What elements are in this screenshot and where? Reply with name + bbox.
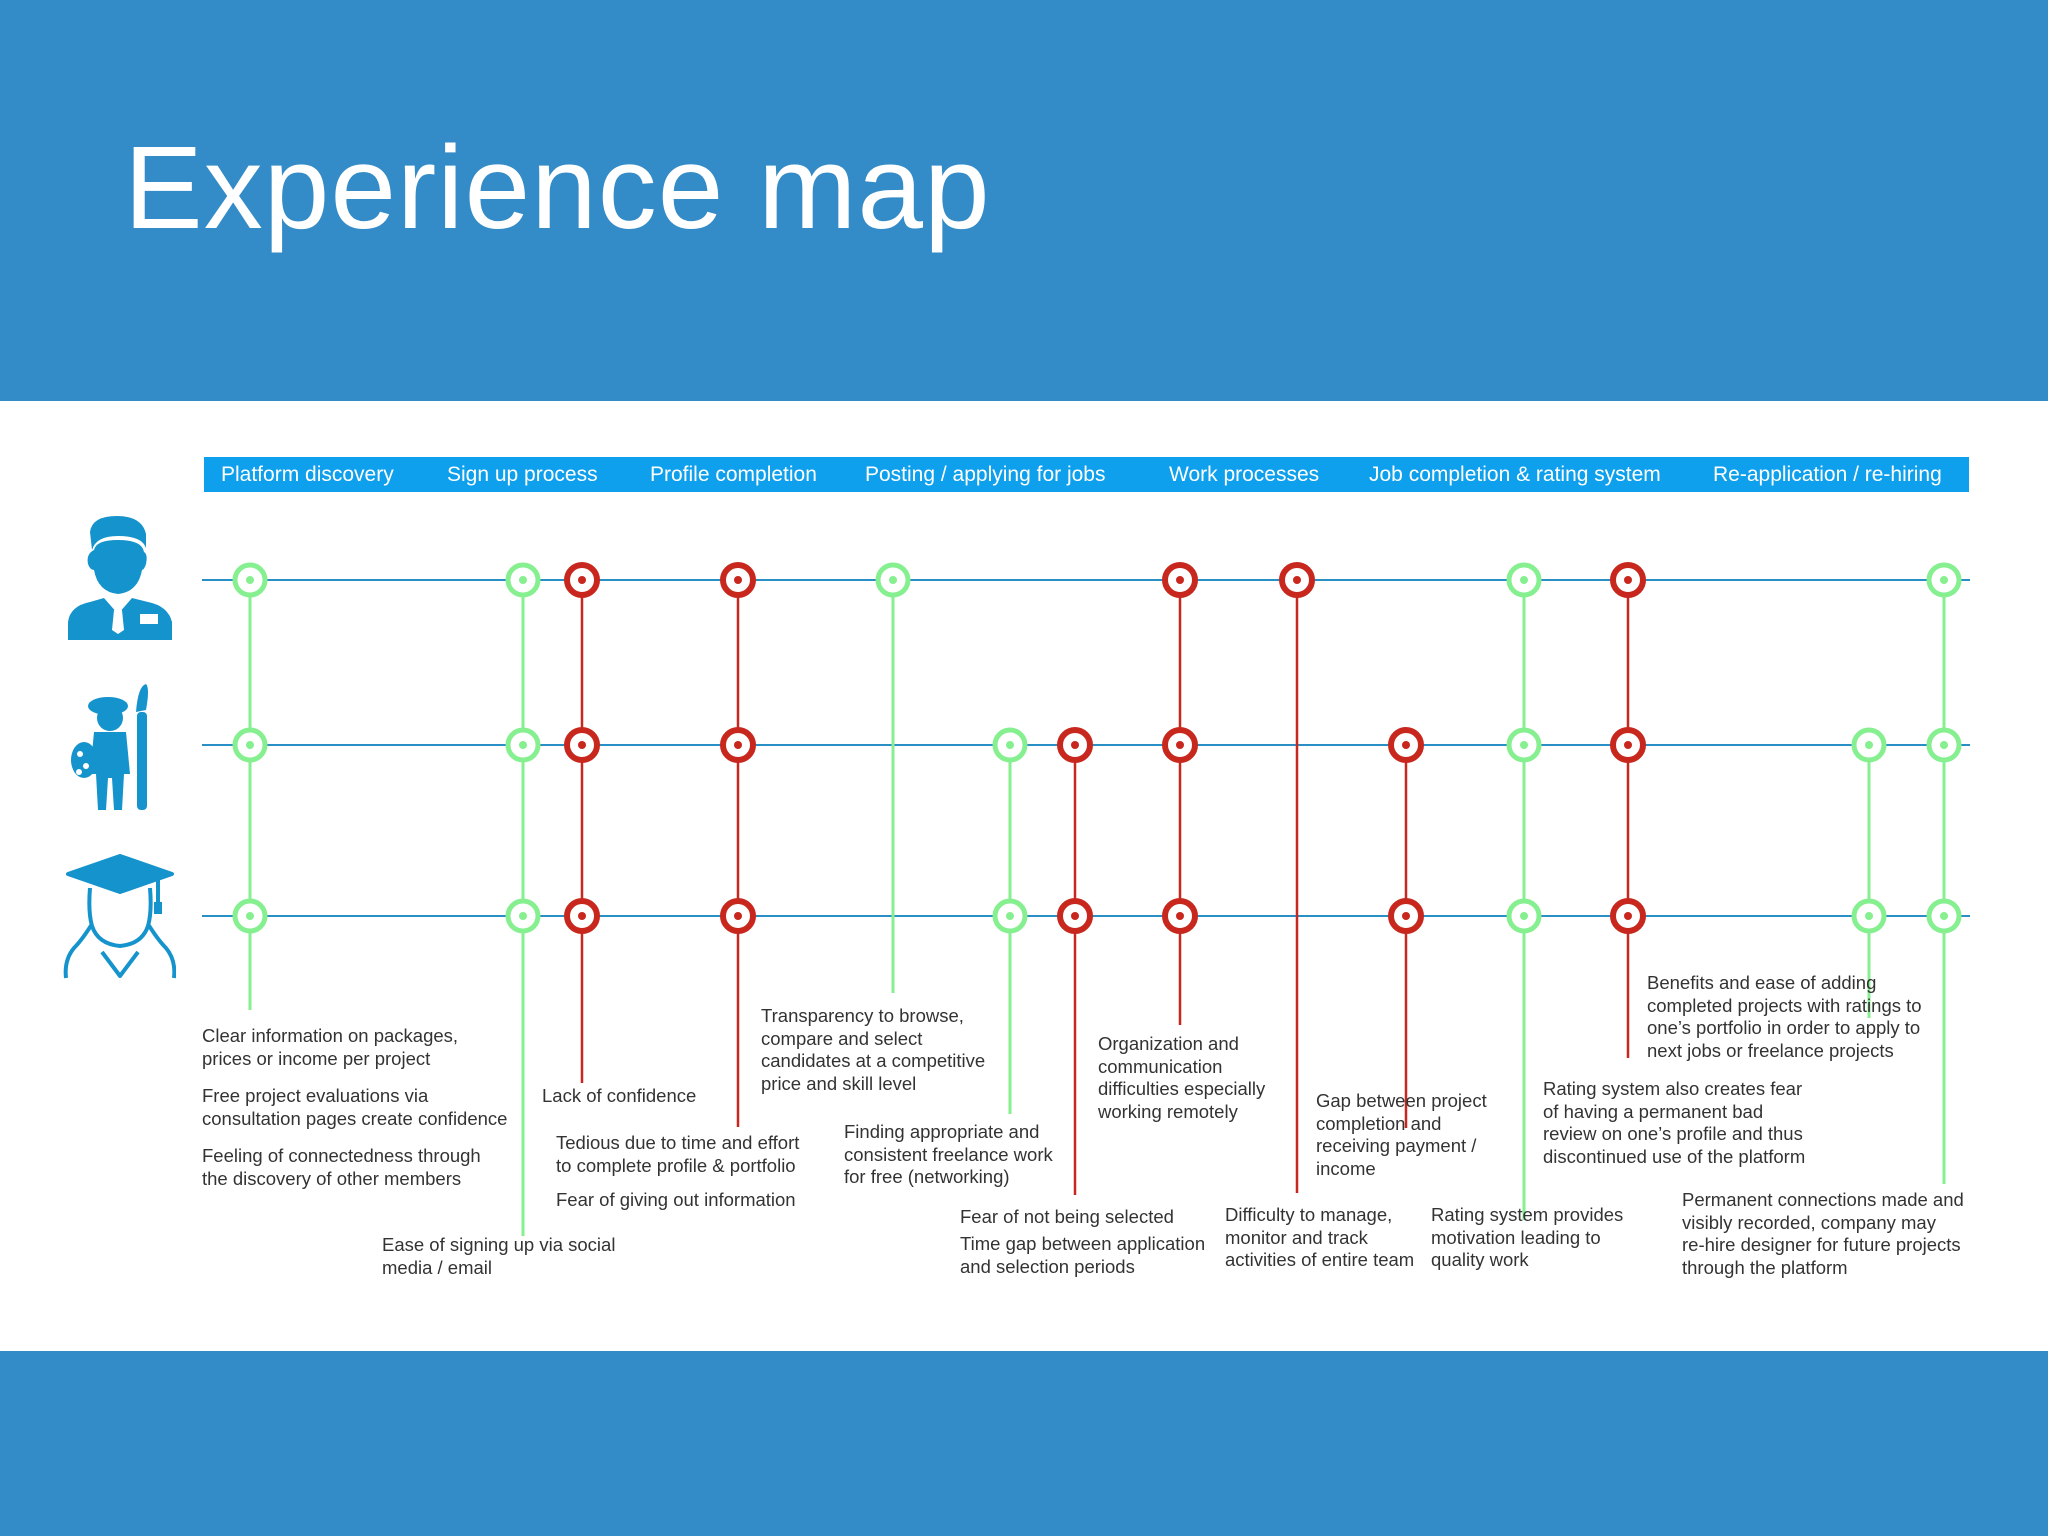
- note-connectedness: Feeling of connectedness through the dis…: [202, 1145, 481, 1189]
- negative-touchpoint: [1279, 562, 1315, 598]
- positive-touchpoint: [992, 727, 1028, 763]
- note-ease-sign-up: Ease of signing up via social media / em…: [382, 1234, 616, 1278]
- graduate-icon: [63, 854, 176, 979]
- note-portfolio-benefits: Benefits and ease of adding completed pr…: [1647, 972, 1922, 1061]
- note-permanent-connections: Permanent connections made and visibly r…: [1682, 1189, 1964, 1278]
- note-lack-of-confidence: Lack of confidence: [542, 1085, 697, 1106]
- negative-touchpoint: [564, 727, 600, 763]
- phase-platform-discovery: Platform discovery: [221, 463, 394, 486]
- negative-touchpoint: [1388, 727, 1424, 763]
- positive-touchpoint: [232, 898, 268, 934]
- positive-touchpoint: [1851, 898, 1887, 934]
- positive-touchpoint: [992, 898, 1028, 934]
- note-rating-motivation: Rating system provides motivation leadin…: [1431, 1204, 1624, 1270]
- positive-touchpoint: [505, 898, 541, 934]
- note-free-evaluations: Free project evaluations via consultatio…: [202, 1085, 508, 1129]
- phase-sign-up: Sign up process: [447, 463, 598, 486]
- phase-job-completion: Job completion & rating system: [1369, 463, 1661, 486]
- note-rating-fear: Rating system also creates fear of havin…: [1543, 1078, 1806, 1167]
- note-difficulty-manage: Difficulty to manage, monitor and track …: [1225, 1204, 1415, 1270]
- positive-touchpoint: [1506, 727, 1542, 763]
- negative-touchpoint: [1057, 898, 1093, 934]
- note-fear-information: Fear of giving out information: [556, 1189, 796, 1210]
- negative-touchpoint: [720, 727, 756, 763]
- positive-touchpoint: [232, 727, 268, 763]
- positive-touchpoint: [505, 727, 541, 763]
- business-person-icon: [68, 516, 172, 640]
- positive-touchpoint: [1926, 562, 1962, 598]
- negative-touchpoint: [564, 898, 600, 934]
- positive-touchpoint: [875, 562, 911, 598]
- negative-touchpoint: [1162, 727, 1198, 763]
- note-fear-not-selected: Fear of not being selected: [960, 1206, 1174, 1227]
- note-payment-gap: Gap between project completion and recei…: [1316, 1090, 1487, 1179]
- negative-touchpoint: [1610, 562, 1646, 598]
- note-tedious-profile: Tedious due to time and effort to comple…: [556, 1132, 800, 1176]
- phase-work-processes: Work processes: [1169, 463, 1320, 486]
- note-finding-work: Finding appropriate and consistent freel…: [844, 1121, 1053, 1187]
- header-band: [0, 0, 2048, 401]
- phase-re-application: Re-application / re-hiring: [1713, 463, 1942, 486]
- phase-bar: Platform discovery Sign up process Profi…: [204, 457, 1969, 492]
- negative-touchpoint: [1162, 562, 1198, 598]
- negative-touchpoint: [564, 562, 600, 598]
- negative-touchpoint: [1162, 898, 1198, 934]
- footer-band: [0, 1351, 2048, 1536]
- artist-icon: [71, 684, 148, 810]
- page-title: Experience map: [124, 122, 991, 254]
- positive-touchpoint: [1926, 898, 1962, 934]
- negative-touchpoint: [720, 562, 756, 598]
- positive-touchpoint: [1926, 727, 1962, 763]
- note-time-gap: Time gap between application and selecti…: [960, 1233, 1206, 1277]
- note-clear-information: Clear information on packages, prices or…: [202, 1025, 459, 1069]
- negative-touchpoint: [1057, 727, 1093, 763]
- negative-touchpoint: [1388, 898, 1424, 934]
- negative-touchpoint: [1610, 727, 1646, 763]
- positive-touchpoint: [505, 562, 541, 598]
- note-transparency: Transparency to browse, compare and sele…: [761, 1005, 986, 1094]
- positive-touchpoint: [1851, 727, 1887, 763]
- note-organization: Organization and communication difficult…: [1098, 1033, 1266, 1122]
- positive-touchpoint: [1506, 898, 1542, 934]
- negative-touchpoint: [1610, 898, 1646, 934]
- negative-touchpoint: [720, 898, 756, 934]
- positive-touchpoint: [1506, 562, 1542, 598]
- phase-profile-completion: Profile completion: [650, 463, 817, 486]
- positive-touchpoint: [232, 562, 268, 598]
- phase-posting-applying: Posting / applying for jobs: [865, 463, 1106, 486]
